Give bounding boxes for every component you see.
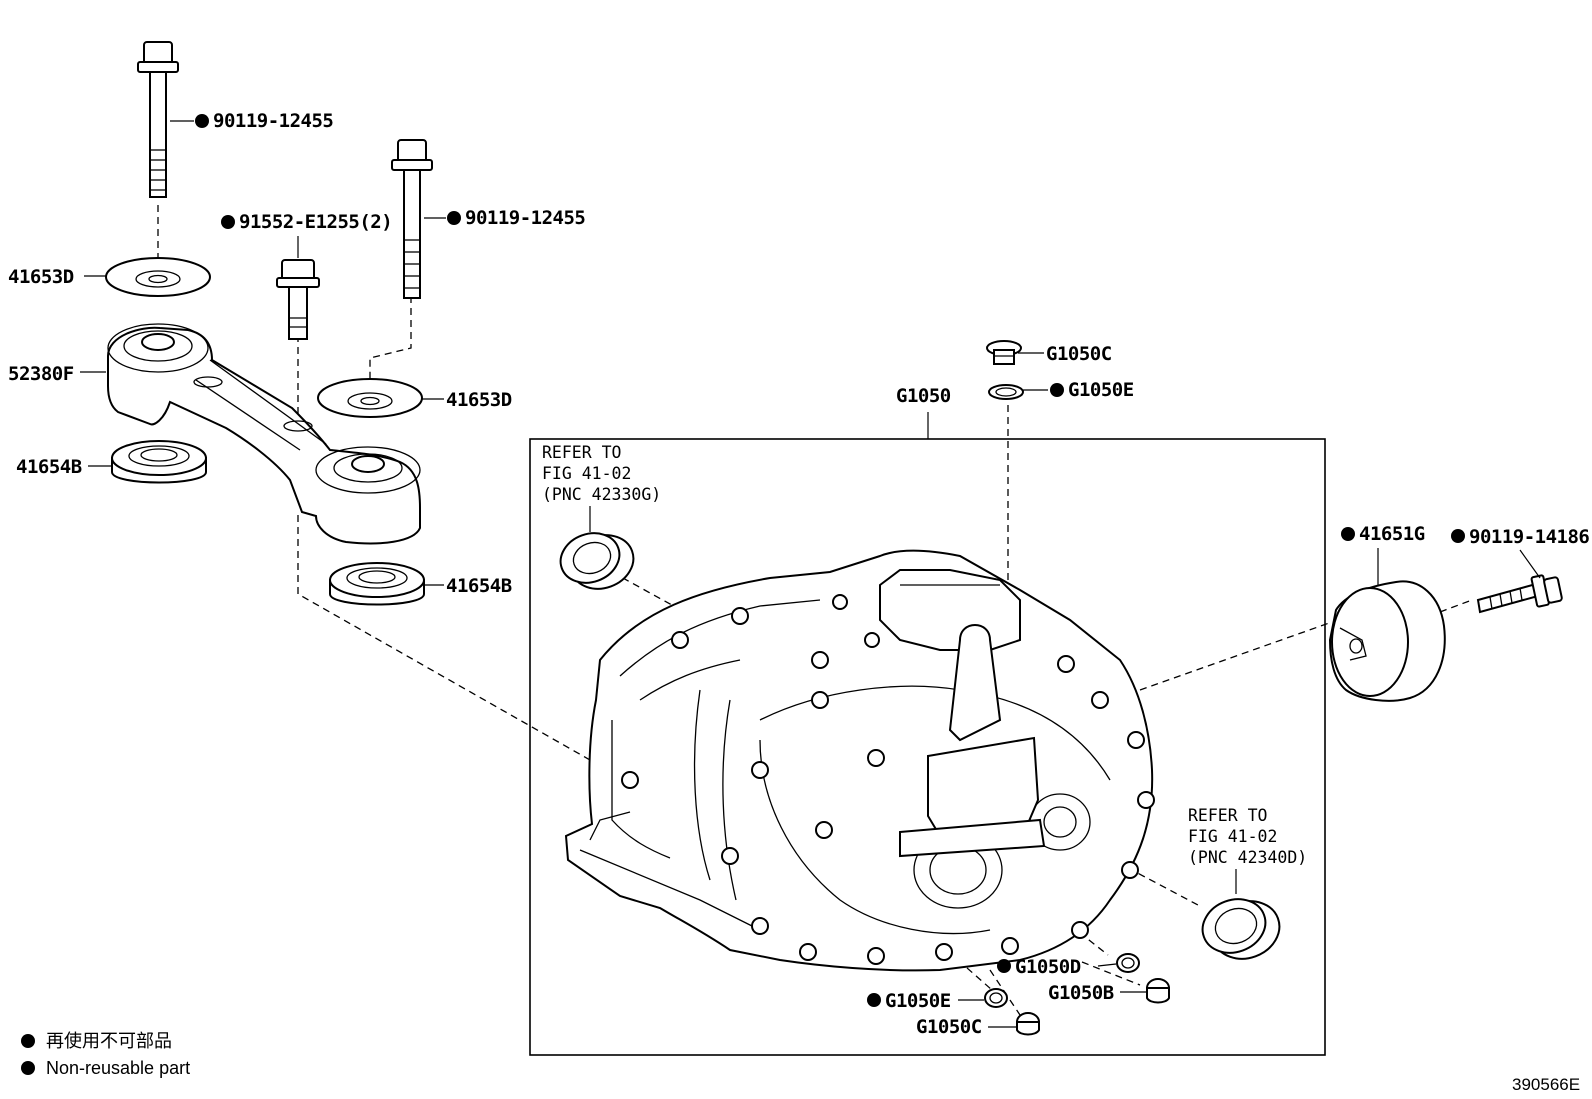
non-reusable-dot-icon — [195, 114, 209, 128]
bolt-small[interactable] — [276, 236, 320, 340]
non-reusable-dot-icon — [221, 215, 235, 229]
non-reusable-dot-icon — [21, 1034, 35, 1048]
label-bolt-middle: 90119-12455 — [465, 207, 585, 229]
reference-note-right: REFER TO FIG 41-02 (PNC 42340D) — [1188, 806, 1307, 867]
svg-text:REFER TO: REFER TO — [542, 443, 621, 462]
label-cushion-left: 41654B — [16, 456, 82, 478]
label-cushion-right: 41654B — [446, 575, 512, 597]
label-bracket: 52380F — [8, 363, 74, 385]
label-washer-top: 41653D — [8, 266, 74, 288]
label-plug-c-bottom: G1050C — [916, 1016, 982, 1038]
svg-text:Non-reusable part: Non-reusable part — [46, 1058, 190, 1078]
svg-text:再使用不可部品: 再使用不可部品 — [46, 1031, 172, 1051]
non-reusable-dot-icon — [1050, 383, 1064, 397]
svg-text:FIG 41-02: FIG 41-02 — [1188, 827, 1277, 846]
non-reusable-dot-icon — [1341, 527, 1355, 541]
label-bolt-top-left: 90119-12455 — [213, 110, 333, 132]
non-reusable-dot-icon — [997, 959, 1011, 973]
bolt-middle[interactable] — [391, 139, 433, 299]
label-plug-top: G1050C — [1046, 343, 1112, 365]
label-gasket-top: G1050E — [1068, 379, 1134, 401]
drawing-code: 390566E — [1512, 1075, 1580, 1094]
gasket-top[interactable] — [988, 384, 1024, 400]
label-gasket-e-bottom: G1050E — [885, 990, 951, 1012]
oil-seal-right[interactable] — [1195, 891, 1287, 968]
label-washer-middle: 41653D — [446, 389, 512, 411]
plug-c-bottom[interactable] — [1016, 1012, 1040, 1036]
non-reusable-dot-icon — [1451, 529, 1465, 543]
washer-middle[interactable] — [317, 378, 423, 418]
bolt-right[interactable] — [1476, 574, 1563, 614]
svg-text:(PNC 42330G): (PNC 42330G) — [542, 485, 661, 504]
label-assembly: G1050 — [896, 385, 951, 407]
label-bolt-right: 90119-14186 — [1469, 526, 1589, 548]
label-gasket-d: G1050D — [1015, 956, 1081, 978]
gasket-d[interactable] — [1116, 953, 1140, 973]
bracket[interactable] — [107, 323, 421, 545]
cushion-left[interactable] — [111, 440, 207, 484]
reference-note-left: REFER TO FIG 41-02 (PNC 42330G) — [542, 443, 661, 504]
mount[interactable] — [1328, 580, 1446, 702]
transaxle-housing[interactable] — [564, 549, 1155, 972]
label-mount: 41651G — [1359, 523, 1425, 545]
svg-text:REFER TO: REFER TO — [1188, 806, 1267, 825]
label-bolt-small: 91552-E1255(2) — [239, 211, 392, 233]
non-reusable-dot-icon — [867, 993, 881, 1007]
plug-b[interactable] — [1146, 978, 1170, 1004]
cushion-right[interactable] — [329, 562, 425, 606]
svg-text:FIG 41-02: FIG 41-02 — [542, 464, 631, 483]
label-plug-b: G1050B — [1048, 982, 1114, 1004]
plug-top[interactable] — [986, 340, 1022, 365]
washer-top[interactable] — [105, 257, 211, 297]
oil-seal-left[interactable] — [554, 525, 641, 597]
non-reusable-dot-icon — [447, 211, 461, 225]
svg-text:(PNC 42340D): (PNC 42340D) — [1188, 848, 1307, 867]
non-reusable-dot-icon — [21, 1061, 35, 1075]
bolt-top-left[interactable] — [137, 41, 179, 198]
legend: 再使用不可部品 Non-reusable part — [21, 1031, 190, 1078]
gasket-e-bottom[interactable] — [984, 988, 1008, 1008]
